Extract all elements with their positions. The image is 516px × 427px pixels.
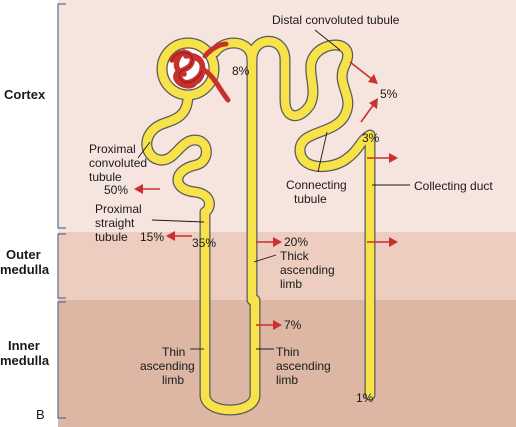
- outer-medulla-bracket: [57, 233, 66, 299]
- nephron-tubule: [142, 37, 375, 415]
- arrow-5pct: [349, 61, 378, 84]
- leader-thick: [253, 254, 277, 263]
- label-proximal-straight-line1: Proximal: [95, 202, 142, 216]
- label-connecting-line2: tubule: [294, 192, 327, 206]
- arrow-7pct: [256, 320, 282, 330]
- label-thin-right-line2: ascending: [276, 359, 331, 373]
- label-proximal-convoluted-line3: tubule: [89, 170, 122, 184]
- label-distal-convoluted-tubule: Distal convoluted tubule: [272, 13, 400, 27]
- outer-medulla-region: [58, 232, 516, 300]
- arrow-50pct: [134, 184, 160, 194]
- inner-medulla-region: [58, 300, 516, 427]
- inner-medulla-label-line1: Inner: [8, 338, 40, 353]
- leader-connecting: [317, 131, 328, 173]
- pct-proximal-conv: 50%: [104, 183, 128, 197]
- panel-letter: B: [36, 407, 45, 422]
- label-thin-left-line1: Thin: [162, 345, 185, 359]
- leader-proximal-conv: [137, 141, 151, 159]
- label-thick-line3: limb: [280, 277, 302, 291]
- pct-connecting: 3%: [362, 131, 380, 145]
- inner-medulla-label-line2: medulla: [0, 353, 50, 368]
- arrow-collecting-medulla: [367, 237, 398, 247]
- outer-medulla-label-line1: Outer: [6, 247, 41, 262]
- label-proximal-convoluted-line1: Proximal: [89, 142, 136, 156]
- label-thick-line2: ascending: [280, 263, 335, 277]
- cortex-label: Cortex: [4, 87, 46, 102]
- arrow-15pct: [166, 231, 192, 241]
- label-thick-line1: Thick: [280, 249, 310, 263]
- label-thin-left-line3: limb: [162, 373, 184, 387]
- cortex-bracket: [57, 3, 66, 229]
- leader-proximal-straight: [151, 219, 205, 223]
- arrow-20pct: [256, 237, 282, 247]
- label-thin-left-line2: ascending: [140, 359, 195, 373]
- pct-proximal-straight-left: 15%: [140, 230, 164, 244]
- arrow-connecting: [360, 98, 378, 123]
- pct-distal-out: 5%: [380, 87, 398, 101]
- label-proximal-straight-line3: tubule: [95, 230, 128, 244]
- pct-thick: 20%: [284, 235, 308, 249]
- label-proximal-convoluted-line2: convoluted: [89, 156, 147, 170]
- inner-medulla-bracket: [57, 301, 66, 419]
- label-connecting-line1: Connecting: [286, 178, 347, 192]
- pct-proximal-straight-right: 35%: [192, 236, 216, 250]
- pct-collecting-end: 1%: [356, 391, 374, 405]
- glomerulus: [168, 41, 231, 103]
- leader-distal: [314, 29, 341, 51]
- pct-glomerular: 8%: [232, 64, 250, 78]
- label-thin-right-line1: Thin: [276, 345, 299, 359]
- arrow-collecting-cortex: [367, 153, 398, 163]
- outer-medulla-label-line2: medulla: [0, 262, 50, 277]
- label-thin-right-line3: limb: [276, 373, 298, 387]
- label-collecting-duct: Collecting duct: [414, 179, 493, 193]
- label-proximal-straight-line2: straight: [95, 216, 135, 230]
- pct-thin: 7%: [284, 318, 302, 332]
